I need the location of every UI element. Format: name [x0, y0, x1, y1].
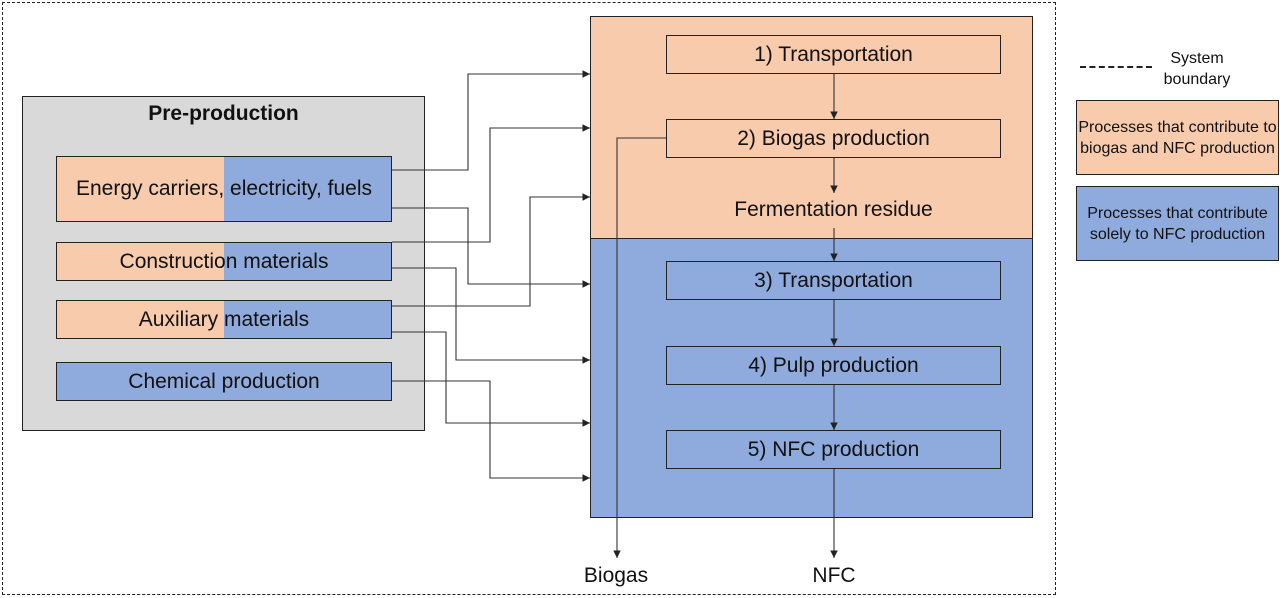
- arrow-auxiliary-residue: [392, 193, 590, 307]
- output-nfc-label: NFC: [812, 564, 856, 587]
- process-pulp-production: 4) Pulp production: [666, 346, 1001, 385]
- process-transportation-1: 1) Transportation: [666, 35, 1001, 74]
- arrow-auxiliary-p5: [392, 331, 590, 427]
- process-transportation-3: 3) Transportation: [666, 261, 1001, 300]
- arrow-biogas-output: [613, 137, 666, 558]
- fermentation-residue-label: Fermentation residue: [734, 198, 933, 221]
- legend-orange-box: Processes that contribute to biogas and …: [1076, 100, 1279, 175]
- legend-dashed-line: [1080, 66, 1152, 68]
- input-construction-materials: Construction materials: [56, 242, 392, 281]
- arrow-construction-p4: [392, 267, 590, 364]
- arrow-chemical-p5: [392, 380, 590, 482]
- legend-blue-box: Processes that contribute solely to NFC …: [1076, 186, 1279, 261]
- input-auxiliary-materials: Auxiliary materials: [56, 300, 392, 339]
- arrow-energy-p1: [392, 70, 590, 171]
- input-energy-carriers: Energy carriers, electricity, fuels: [56, 156, 392, 222]
- system-boundary: [2, 2, 1056, 595]
- legend-boundary-label: System boundary: [1163, 50, 1231, 88]
- arrow-construction-p2: [392, 124, 590, 243]
- input-chemical-production: Chemical production: [56, 362, 392, 401]
- arrow-energy-p3: [392, 207, 590, 288]
- process-biogas-production: 2) Biogas production: [666, 119, 1001, 158]
- process-nfc-production: 5) NFC production: [666, 430, 1001, 469]
- preproduction-title: Pre-production: [148, 102, 299, 125]
- output-biogas-label: Biogas: [583, 564, 649, 587]
